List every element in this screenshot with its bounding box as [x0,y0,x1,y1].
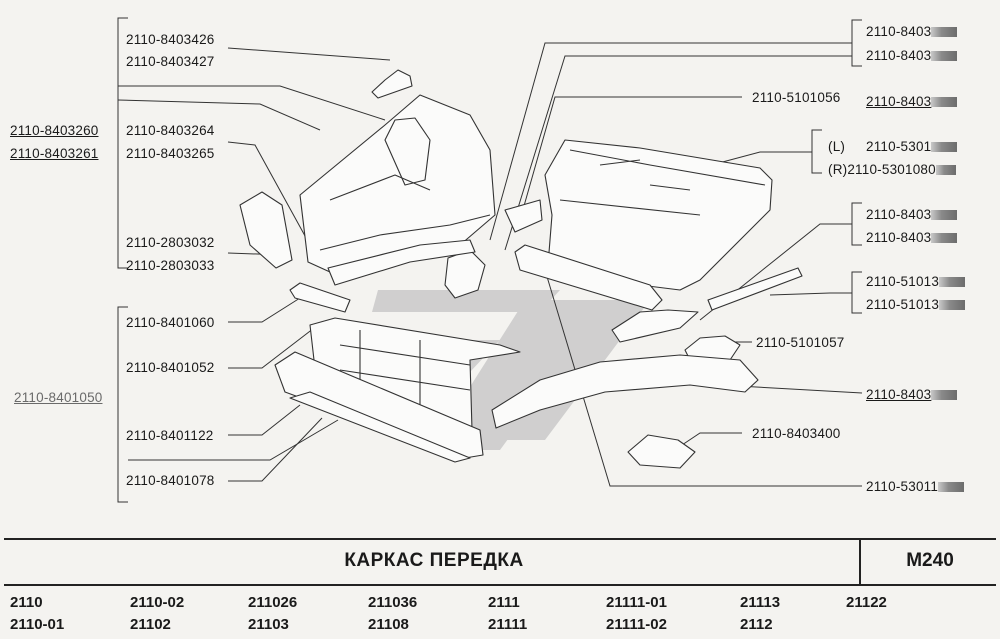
leader-8401122 [228,404,301,436]
model-item: 21108 [368,616,409,633]
part-spring-support [239,191,293,269]
leader-8403264 [227,141,311,246]
leader-left-group [118,85,386,121]
label-part-8403-a: 2110-8403 [866,24,958,40]
title-bar: КАРКАС ПЕРЕДКА M240 [4,538,996,586]
model-item: 21113 [740,594,781,611]
label-part-8403261: 2110-8403261 [10,146,99,161]
label-part-51013-b: 2110-51013 [866,297,966,313]
label-part-8403-c: 2110-8403 [866,94,958,110]
model-item: 211036 [368,594,418,611]
title-divider [859,540,861,584]
model-item: 2112 [740,616,773,633]
label-part-8403260: 2110-8403260 [10,123,99,138]
diagram-title: КАРКАС ПЕРЕДКА [344,550,524,571]
model-item: 21111 [488,616,528,633]
model-item: 2110-01 [10,616,65,633]
label-part-2803033: 2110-2803033 [126,258,215,273]
leader-8401060 [228,297,301,323]
part-bracket-right [611,309,699,343]
label-part-5301080-r: (R)2110-5301080 [828,162,956,178]
part-top-bar [289,282,351,313]
leader-8403426 [227,47,391,61]
label-left-marker: (L) [828,139,846,154]
model-item: 21102 [130,616,171,633]
bracket-right-2 [811,129,822,174]
part-small-bracket [371,69,413,99]
diagram-drawing [117,17,863,503]
label-part-8401050: 2110-8401050 [14,390,103,405]
model-item: 21122 [846,594,887,611]
bracket-right-4 [851,271,862,314]
label-part-8403400: 2110-8403400 [752,426,841,441]
label-part-8403-e: 2110-8403 [866,230,958,246]
model-item: 2110 [10,594,43,611]
part-lower-beam [289,391,471,463]
diagram-code: M240 [906,550,954,571]
bracket-left-top [117,17,128,269]
model-item: 2110-02 [130,594,185,611]
part-rail-right [707,267,803,311]
leader-r3 [699,223,852,321]
leader-5101056 [519,96,742,221]
model-item: 2111 [488,594,520,611]
label-part-8401122: 2110-8401122 [126,428,214,443]
label-part-8401060: 2110-8401060 [126,315,215,330]
part-front-bar [274,351,484,459]
label-part-53011: 2110-53011 [866,479,965,495]
bracket-right-3 [851,202,862,246]
part-mudguard-left [299,94,496,273]
label-part-8403-d: 2110-8403 [866,207,958,223]
model-list: 2110 2110-01 2110-02 21102 211026 21103 … [0,592,1000,639]
leader-8401078 [228,417,323,482]
label-part-8403-f: 2110-8403 [866,387,958,403]
label-part-5101057: 2110-5101057 [756,335,845,350]
label-part-8403265: 2110-8403265 [126,146,215,161]
model-item: 211026 [248,594,298,611]
model-item: 21111-02 [606,616,667,633]
label-part-8403426: 2110-8403426 [126,32,215,47]
label-part-8403427: 2110-8403427 [126,54,215,69]
leader-8403400 [681,432,742,446]
bracket-right-1 [851,19,862,67]
leader-r4 [769,292,852,296]
label-part-5301-l: 2110-5301 [866,139,958,155]
label-part-5101056: 2110-5101056 [752,90,841,105]
label-part-8401078: 2110-8401078 [126,473,215,488]
leader-8401052 [228,324,319,369]
part-floor-piece [627,434,696,469]
label-part-2803032: 2110-2803032 [126,235,215,250]
leader-53011 [544,269,862,487]
parts-diagram: 2110-8403426 2110-8403427 2110-8403260 2… [10,17,966,503]
bracket-left-bottom [117,306,128,503]
part-long-spar [514,244,663,311]
model-item: 21111-01 [606,594,667,611]
label-part-8401052: 2110-8401052 [126,360,215,375]
part-side-member [491,354,759,429]
label-part-51013-a: 2110-51013 [866,274,966,290]
label-part-8403264: 2110-8403264 [126,123,215,138]
model-item: 21103 [248,616,289,633]
label-part-8403-b: 2110-8403 [866,48,958,64]
part-spar [327,239,476,286]
leader-r1 [489,42,852,241]
